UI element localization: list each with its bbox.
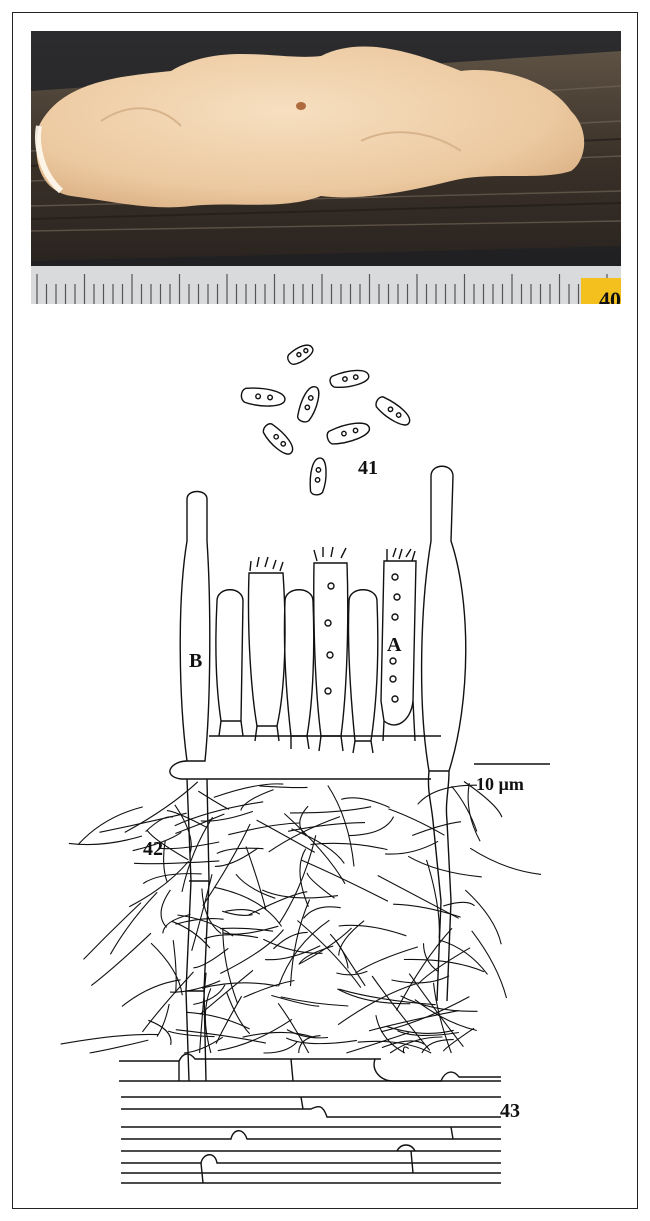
panel-number-41: 41 <box>358 458 378 478</box>
generative-hyphae <box>119 1054 501 1183</box>
panel-number-43: 43 <box>500 1101 520 1121</box>
scale-bar-label: 10 µm <box>476 775 524 793</box>
label-a: A <box>387 635 401 655</box>
label-b: B <box>189 651 202 671</box>
panel-number-42: 42 <box>143 839 163 859</box>
spores <box>241 342 414 496</box>
tangled-hyphae <box>61 782 541 1054</box>
figure-frame: 40 <box>12 12 638 1209</box>
hymenium <box>170 466 466 1081</box>
microscopy-drawing <box>13 13 639 1210</box>
